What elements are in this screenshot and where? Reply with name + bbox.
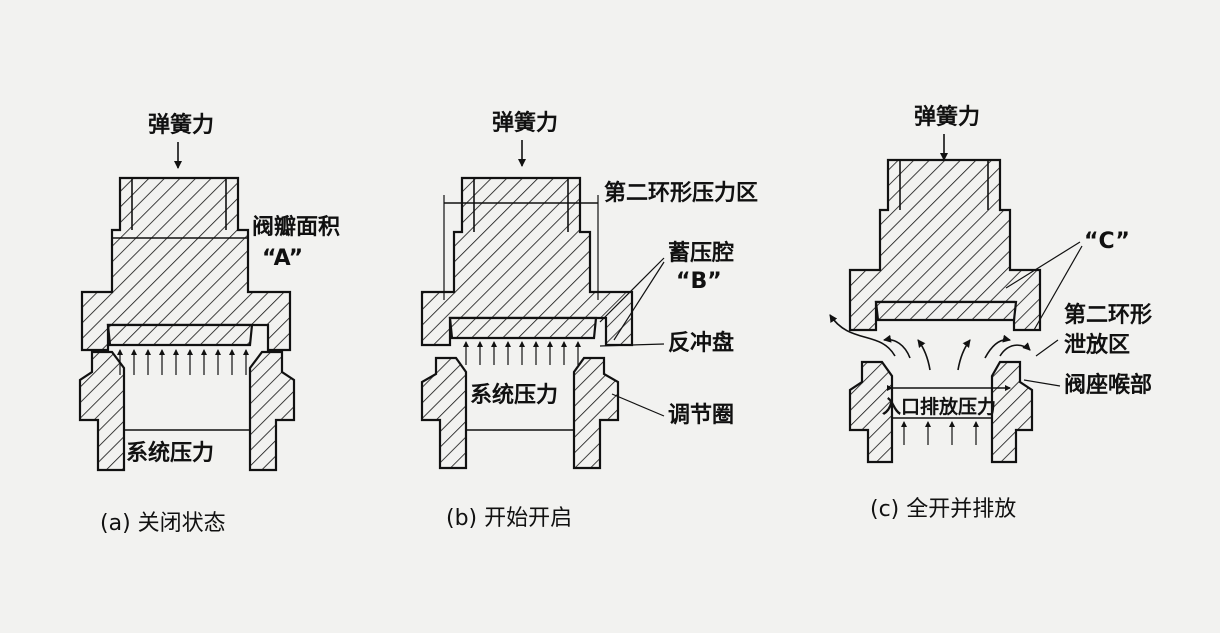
inlet-discharge-pressure-label: 入口排放压力 — [882, 395, 996, 418]
spring-force-label-a: 弹簧力 — [148, 112, 214, 138]
system-pressure-arrows-b — [463, 341, 581, 365]
system-pressure-label-a: 系统压力 — [126, 440, 214, 466]
accumulator-chamber-label: 蓄压腔 — [668, 240, 734, 266]
disc-c — [874, 300, 1018, 322]
spring-force-label-b: 弹簧力 — [492, 110, 558, 136]
accumulator-chamber-id: “B” — [676, 269, 722, 294]
seat-throat-label: 阀座喉部 — [1064, 372, 1152, 398]
inlet-pressure-arrows-c — [901, 421, 979, 445]
leader-adjusting-ring — [611, 393, 665, 417]
disc-area-label: 阀瓣面积 — [252, 215, 340, 240]
leader-chamber-1 — [599, 257, 665, 323]
system-pressure-label-b: 系统压力 — [470, 382, 558, 408]
leader-seat-throat — [1023, 379, 1061, 387]
second-annular-discharge-zone-line1: 第二环形 — [1064, 302, 1152, 328]
leader-chamber-2 — [613, 261, 665, 341]
caption-b: (b) 开始开启 — [446, 506, 572, 531]
panel-c: 弹簧力 阀座喉部 入口排放压力 “C” 第二环形 — [829, 104, 1152, 522]
nozzle-left-b — [420, 356, 468, 470]
second-annular-pressure-zone-label: 第二环形压力区 — [604, 180, 758, 206]
flow-arrow-right-out — [999, 342, 1031, 357]
flow-arrow-right-in — [984, 334, 1011, 359]
system-pressure-arrows-a — [117, 349, 249, 375]
panel-b: 弹簧力 第二环形压力区 蓄压腔 “B” 反冲盘 — [420, 110, 758, 531]
caption-a: (a) 关闭状态 — [100, 511, 226, 536]
valve-stem-a — [80, 176, 292, 352]
flow-arrow-center-right — [957, 339, 971, 371]
spring-force-label-c: 弹簧力 — [914, 104, 980, 130]
nozzle-right-b — [572, 356, 620, 470]
leader-reaction-disc — [599, 343, 665, 347]
second-annular-discharge-zone-line2: 泄放区 — [1064, 332, 1130, 358]
nozzle-right-c — [990, 360, 1034, 464]
leader-discharge-zone — [1035, 339, 1059, 357]
flow-arrow-center-left — [917, 339, 931, 371]
nozzle-left-c — [848, 360, 894, 464]
adjusting-ring-label: 调节圈 — [668, 403, 734, 428]
leader-zone-c-1 — [1005, 241, 1081, 289]
panel-a: 弹簧力 阀瓣面积 “A” 系统压力 (a) — [78, 112, 340, 536]
nozzle-right-a — [248, 350, 296, 472]
caption-c: (c) 全开并排放 — [870, 497, 1016, 522]
flow-arrow-left-in — [883, 334, 911, 359]
disc-a — [106, 323, 254, 347]
nozzle-left-a — [78, 350, 126, 472]
disc-area-id: “A” — [262, 246, 303, 271]
reaction-disc-label: 反冲盘 — [668, 330, 734, 356]
flow-arrow-left-out — [829, 314, 896, 357]
disc-b — [448, 316, 598, 340]
zone-c-label: “C” — [1084, 229, 1130, 254]
leader-zone-c-2 — [1033, 245, 1083, 331]
